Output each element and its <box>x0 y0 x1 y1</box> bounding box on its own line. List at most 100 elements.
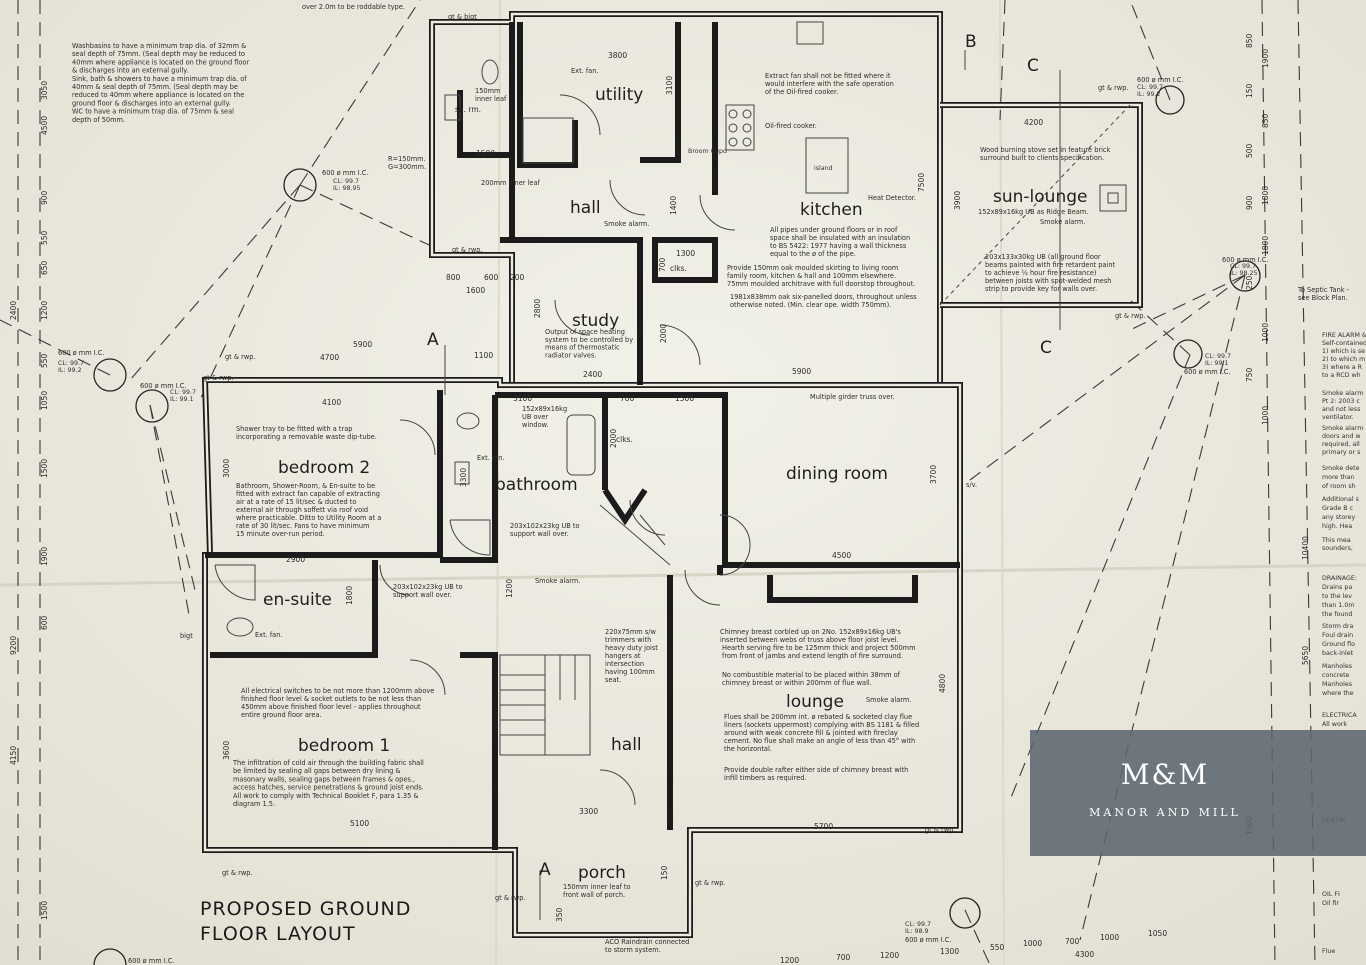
room-label-bedroom-2: bedroom 2 <box>278 458 370 478</box>
ic-label: 600 ø mm I.C. <box>1222 256 1269 264</box>
scale-tick-label: 650 <box>40 260 49 275</box>
note-combustible: No combustible material to be placed wit… <box>722 671 901 679</box>
note-smoke-alarm: Smoke alarm. <box>866 696 911 704</box>
note-extract-fans: where practicable. Ditto to Utility Room… <box>236 514 381 522</box>
dimension-label: 5900 <box>792 367 811 376</box>
note-gully-rwp: gt & rwp. <box>203 374 234 382</box>
note-sun-lounge-ub: strip to provide key for walls over. <box>985 285 1097 293</box>
ic-levels: IL: 99.2 <box>58 367 82 374</box>
scale-tick-label: 1050 <box>40 391 49 410</box>
dimension-label: 1800 <box>345 586 354 605</box>
side-note: to a RCD wh <box>1322 372 1361 379</box>
dimension-label: 1400 <box>669 196 678 215</box>
scale-tick-label: 10400 <box>1301 536 1310 560</box>
note-inner-leaf: 150mm <box>475 87 500 95</box>
note-washbasins: Sink, bath & showers to have a minimum t… <box>72 75 247 83</box>
scale-tick-label: 700 <box>1065 937 1080 946</box>
dimension-label: 4100 <box>322 398 341 407</box>
note-connections: over 2.0m to be roddable type. <box>302 3 405 11</box>
scale-tick-label: 1000 <box>1261 406 1270 425</box>
note-ext-fan: Ext. fan. <box>477 454 504 462</box>
side-note: any storey <box>1322 514 1356 521</box>
side-note: FIRE ALARM & <box>1322 332 1366 339</box>
ic-levels: IL: 98.95 <box>333 185 361 192</box>
scale-tick-label: 1000 <box>1100 933 1119 942</box>
note-flues: the horizontal. <box>724 745 772 753</box>
note-gully-bigt: gt & bigt <box>448 13 477 21</box>
dimension-label: 5700 <box>814 822 833 831</box>
note-skirting: family room, kitchen & hall and 100mm el… <box>727 272 896 280</box>
side-note: back-inlet <box>1322 650 1354 657</box>
note-ext-fan: Ext. fan. <box>571 67 598 75</box>
dimension-label: 4700 <box>320 353 339 362</box>
note-pipes: equal to the ø of the pipe. <box>770 250 856 258</box>
note-ub-support: 203x102x23kg UB to <box>510 522 580 530</box>
section-mark-a: A <box>539 860 551 880</box>
note-infiltration: All work to comply with Technical Bookle… <box>233 792 419 800</box>
ic-levels: CL: 99.7 <box>333 178 359 185</box>
dimension-label: 2800 <box>533 299 542 318</box>
dimension-label: 3300 <box>459 468 468 487</box>
note-switches: 450mm above finished floor level - appli… <box>241 703 421 711</box>
room-label-porch: porch <box>578 863 626 883</box>
note-infiltration: The infiltration of cold air through the… <box>232 759 424 767</box>
ic-levels: CL: 99.7 <box>170 389 196 396</box>
dimension-label: 600 <box>484 273 499 282</box>
dimension-label: 700 <box>658 257 667 272</box>
side-note: Smoke alarm <box>1322 390 1363 397</box>
scale-tick-label: 3050 <box>40 81 49 100</box>
room-label-sun-lounge: sun-lounge <box>993 187 1087 207</box>
scale-tick-label: 750 <box>1245 367 1254 382</box>
scale-tick-label: 900 <box>1245 195 1254 210</box>
note-gully-rwp: gt & rwp. <box>1115 312 1146 320</box>
note-ridge-beam: 152x89x16kg UB as Ridge Beam. <box>978 208 1088 216</box>
dimension-label: 3100 <box>513 394 532 403</box>
note-ub-support: support wall over. <box>510 530 569 538</box>
ic-levels: CL: 99.7 <box>58 360 84 367</box>
ic-levels: CL: 99.7 <box>905 921 931 928</box>
side-note: Ground flo <box>1322 641 1355 648</box>
scale-tick-label: 1200 <box>40 301 49 320</box>
note-trimmers: heavy duty joist <box>605 644 658 652</box>
brand-watermark-panel: M&M MANOR AND MILL <box>1030 730 1366 856</box>
note-pipes: to BS 5422: 1977 having a wall thickness <box>770 242 907 250</box>
note-combustible: chimney breast or within 200mm of flue w… <box>722 679 872 687</box>
room-label-broom-cupboard: Broom Cupd <box>688 148 727 155</box>
drawing-subtitle: FLOOR LAYOUT <box>200 923 356 945</box>
side-note: All work <box>1322 721 1347 728</box>
dimension-label: 1100 <box>474 351 493 360</box>
note-extract-fan: of the Oil-fired cooker. <box>765 88 838 96</box>
note-ub-support: 203x102x23kg UB to <box>393 583 463 591</box>
side-note: Drains pa <box>1322 584 1352 591</box>
note-septic-tank: see Block Plan. <box>1298 294 1348 302</box>
note-hearth: Hearth serving fire to be 125mm thick an… <box>722 644 916 652</box>
side-note: sounders, <box>1322 545 1353 552</box>
side-note: Self-contained <box>1322 340 1366 347</box>
note-soil-vent: s/v. <box>966 481 977 489</box>
ic-levels: IL: 98.9 <box>905 928 929 935</box>
room-label-island: island <box>814 165 833 172</box>
note-study-heating: means of thermostatic <box>545 344 620 352</box>
dimension-label: 200 <box>510 273 525 282</box>
scale-tick-label: 4150 <box>9 746 18 765</box>
side-note: high. Hea <box>1322 523 1352 530</box>
note-septic-tank: To Septic Tank - <box>1297 286 1350 294</box>
dimension-label: 3700 <box>929 465 938 484</box>
scale-tick-label: 2400 <box>9 301 18 320</box>
room-label-shower-room: sh. rm. <box>455 105 481 114</box>
note-trimmers: intersection <box>605 660 644 668</box>
note-smoke-alarm: Smoke alarm. <box>535 577 580 585</box>
room-label-study: study <box>572 311 619 331</box>
scale-tick-label: 1300 <box>940 947 959 956</box>
side-note: ELECTRICA <box>1322 712 1357 719</box>
note-smoke-alarm: Smoke alarm. <box>1040 218 1085 226</box>
note-wood-stove: surround built to clients specification. <box>980 154 1104 162</box>
note-extract-fans: rate of 30 lit/sec. Fans to have minimum <box>236 522 369 530</box>
dimension-label: 700 <box>620 394 635 403</box>
note-ub-support: support wall over. <box>393 591 452 599</box>
room-label-cloaks: clks. <box>616 435 633 444</box>
note-study-heating: system to be controlled by <box>545 336 633 344</box>
ic-levels: CL: 99.7 <box>1230 263 1256 270</box>
